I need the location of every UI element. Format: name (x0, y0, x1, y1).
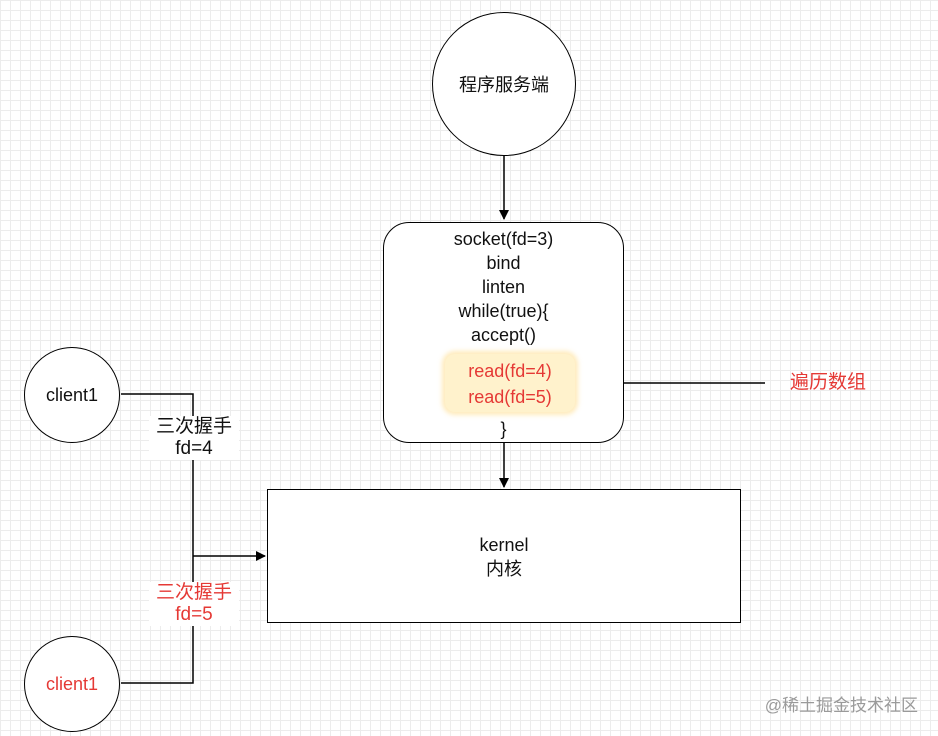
client-top-fd: fd=4 (175, 438, 213, 459)
client-bottom-handshake-text: 三次握手 (155, 582, 232, 603)
read-line-fd5: read(fd=5) (468, 387, 552, 407)
client-bottom-node: client1 (24, 636, 120, 732)
kernel-label: kernel (479, 535, 529, 555)
client-top-handshake: 三次握手 fd=4 (149, 416, 239, 460)
server-label: 程序服务端 (459, 75, 549, 95)
kernel-box: kernel 内核 (267, 489, 741, 623)
kernel-cn-label: 内核 (486, 559, 522, 579)
read-line-fd4: read(fd=4) (468, 361, 552, 381)
code-line-closing: } (500, 419, 507, 439)
code-line-bind: bind (486, 253, 521, 273)
client-top-handshake-text: 三次握手 (155, 416, 232, 437)
code-line-accept: accept() (470, 325, 537, 345)
client-top-label: client1 (45, 384, 99, 405)
client-top-node: client1 (24, 347, 120, 443)
code-line-socket: socket(fd=3) (453, 229, 554, 249)
client-top-connector (121, 393, 194, 556)
server-node: 程序服务端 (432, 12, 576, 156)
client-bottom-handshake: 三次握手 fd=5 (149, 582, 239, 626)
code-line-while: while(true){ (458, 301, 549, 321)
traverse-array-label: 遍历数组 (790, 372, 867, 393)
code-line-listen: linten (481, 277, 526, 297)
read-highlight-box: read(fd=4) read(fd=5) (445, 354, 575, 412)
client-bottom-fd: fd=5 (175, 604, 213, 625)
client-bottom-label: client1 (45, 673, 99, 694)
watermark: @稀土掘金技术社区 (764, 696, 918, 715)
